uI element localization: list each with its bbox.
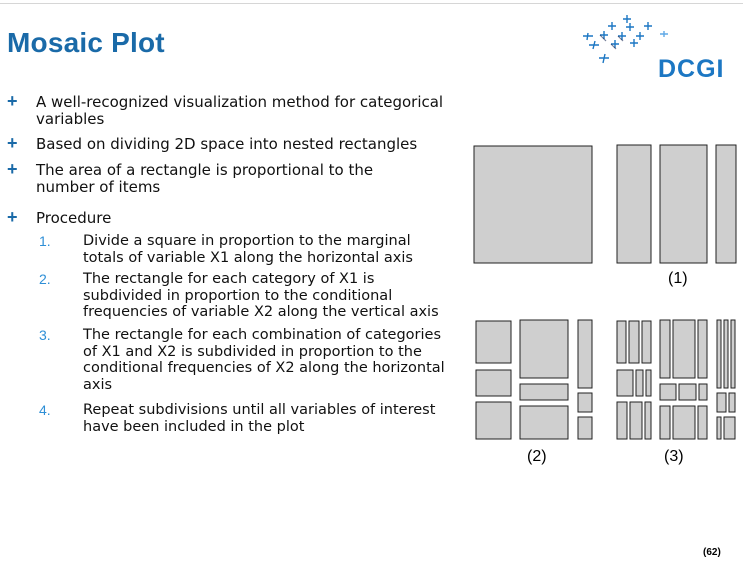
mosaic-tile	[659, 383, 677, 401]
mosaic-tile	[659, 319, 671, 379]
bullet-text: The area of a rectangle is proportional …	[36, 161, 374, 196]
bullet-text: A well-recognized visualization method f…	[36, 93, 444, 128]
bullet-text: Procedure	[36, 209, 112, 227]
bullet-text: Based on dividing 2D space into nested r…	[36, 135, 418, 153]
mosaic-caption-1: (1)	[668, 270, 688, 287]
procedure-step: 4. Repeat subdivisions until all variabl…	[39, 402, 448, 435]
dcgi-logo-crosses-icon	[583, 15, 668, 64]
mosaic-tile	[519, 405, 569, 440]
mosaic-caption-2: (2)	[527, 448, 547, 465]
mosaic-tile	[519, 319, 569, 379]
mosaic-tile	[644, 401, 652, 440]
plus-bullet-icon: +	[7, 159, 18, 179]
step-text: Divide a square in proportion to the mar…	[83, 233, 413, 266]
mosaic-tile	[698, 383, 708, 401]
mosaic-tile	[475, 401, 512, 440]
step-number: 2.	[39, 271, 51, 287]
mosaic-tile	[716, 416, 722, 440]
mosaic-tile	[672, 319, 696, 379]
mosaic-tile	[577, 319, 593, 389]
mosaic-step-2	[475, 319, 593, 440]
mosaic-tile	[475, 320, 512, 364]
mosaic-tile	[672, 405, 696, 440]
mosaic-tile	[616, 144, 652, 264]
mosaic-tile	[659, 405, 671, 440]
mosaic-tile	[645, 369, 652, 397]
mosaic-tile	[716, 392, 727, 413]
page-number: (62)	[703, 547, 721, 558]
step-text: The rectangle for each category of X1 is…	[83, 271, 439, 320]
mosaic-tile	[728, 392, 736, 413]
mosaic-tile	[616, 369, 634, 397]
mosaic-tile	[723, 319, 729, 389]
plus-bullet-icon: +	[7, 207, 18, 227]
mosaic-tile	[697, 405, 708, 440]
plus-bullet-icon: +	[7, 91, 18, 111]
mosaic-tile	[616, 320, 627, 364]
mosaic-tile	[678, 383, 697, 401]
mosaic-tile	[577, 392, 593, 413]
mosaic-tile	[723, 416, 736, 440]
mosaic-tile	[577, 416, 593, 440]
mosaic-tile	[716, 319, 722, 389]
mosaic-step-1	[616, 144, 737, 264]
mosaic-caption-3: (3)	[664, 448, 684, 465]
slide-title: Mosaic Plot	[7, 27, 165, 58]
top-divider	[0, 3, 743, 4]
step-text: The rectangle for each combination of ca…	[83, 327, 445, 393]
mosaic-tile	[475, 369, 512, 397]
mosaic-tile	[519, 383, 569, 401]
mosaic-tile	[629, 401, 643, 440]
mosaic-tile	[635, 369, 644, 397]
step-number: 1.	[39, 233, 51, 249]
procedure-step: 1. Divide a square in proportion to the …	[39, 233, 448, 266]
bullet-item: + A well-recognized visualization method…	[7, 92, 456, 128]
bullet-item: + Based on dividing 2D space into nested…	[7, 134, 456, 153]
mosaic-tile	[659, 144, 708, 264]
mosaic-tile	[697, 319, 708, 379]
procedure-step: 3. The rectangle for each combination of…	[39, 327, 448, 393]
mosaic-tile	[616, 401, 628, 440]
step-number: 3.	[39, 327, 51, 343]
bullet-item: + Procedure	[7, 208, 456, 227]
procedure-step: 2. The rectangle for each category of X1…	[39, 271, 448, 321]
mosaic-initial-square	[473, 145, 593, 264]
step-text: Repeat subdivisions until all variables …	[83, 402, 436, 435]
step-number: 4.	[39, 402, 51, 418]
bullet-item: + The area of a rectangle is proportiona…	[7, 160, 416, 196]
mosaic-tile	[715, 144, 737, 264]
mosaic-tile	[628, 320, 640, 364]
mosaic-tile	[641, 320, 652, 364]
plus-bullet-icon: +	[7, 133, 18, 153]
mosaic-step-3	[616, 319, 736, 440]
mosaic-tile	[473, 145, 593, 264]
mosaic-tile	[730, 319, 736, 389]
dcgi-logo-text: DCGI	[658, 55, 725, 83]
